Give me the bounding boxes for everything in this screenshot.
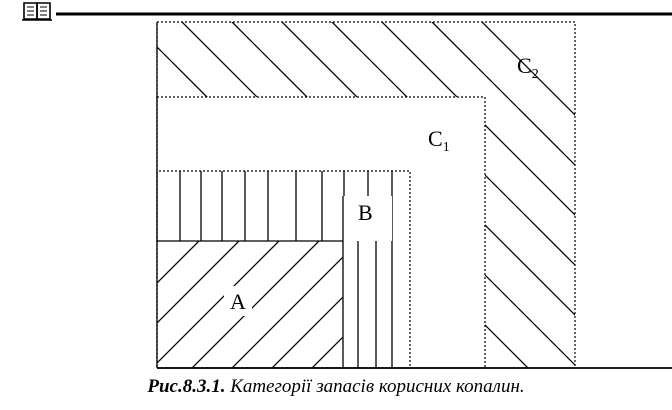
open-book-icon (22, 2, 52, 21)
region-c1-letter: C (428, 126, 443, 151)
region-a-label-bg (224, 286, 252, 316)
region-c2-subscript: 2 (532, 67, 539, 82)
figure-caption: Рис.8.3.1. Категорії запасів корисних ко… (0, 376, 672, 398)
region-a-hatch (157, 241, 343, 368)
region-c2-label: C2 (517, 53, 539, 82)
region-c1-border (156, 96, 486, 369)
region-c2-hatch (157, 22, 575, 368)
figure-caption-number: Рис.8.3.1. (147, 376, 226, 397)
region-a-label: A (230, 289, 246, 314)
region-c1-label: C1 (428, 126, 450, 155)
region-c2-letter: C (517, 53, 532, 78)
region-c2-border (156, 21, 576, 369)
figure-caption-text: Категорії запасів корисних копалин. (230, 376, 525, 397)
region-c1-subscript: 1 (443, 140, 450, 155)
region-b-label-bg (343, 196, 392, 241)
region-b-border (156, 170, 411, 368)
region-b-label: B (358, 200, 373, 225)
